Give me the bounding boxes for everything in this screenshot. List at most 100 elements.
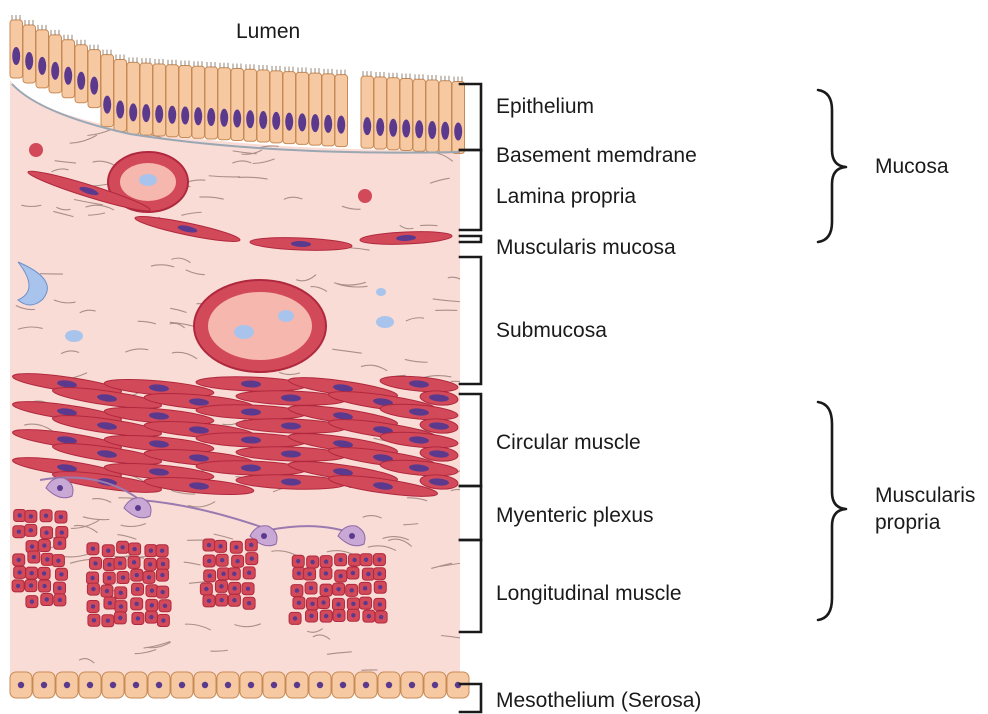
fiber: [399, 224, 414, 230]
muscle-nucleus: [206, 598, 212, 604]
muscle-nucleus: [59, 572, 64, 577]
epithelial-nucleus: [129, 103, 138, 122]
epithelial-nucleus: [415, 120, 424, 139]
mesothelium-label: Mesothelium (Serosa): [496, 689, 701, 712]
epithelial-cell: [373, 76, 387, 150]
muscle-nucleus: [292, 616, 298, 621]
epithelial-cell: [243, 68, 257, 142]
muscle-nucleus: [241, 380, 261, 388]
bracket-longitudinal-muscle: [458, 538, 483, 634]
muscle-nucleus: [336, 613, 342, 618]
fiber: [232, 160, 252, 164]
muscularis-propria-brace: [816, 400, 848, 622]
muscle-nucleus: [135, 586, 140, 592]
muscle-nucleus: [42, 543, 47, 548]
epithelial-nucleus: [428, 121, 437, 139]
muscle-nucleus: [377, 602, 382, 607]
muscle-nucleus: [135, 616, 141, 621]
fiber: [137, 320, 156, 325]
fiber: [51, 168, 69, 173]
muscle-nucleus: [117, 561, 123, 566]
mesothelial-nucleus: [293, 681, 301, 689]
epithelial-nucleus: [103, 95, 112, 114]
circular-muscle-label: Circular muscle: [496, 431, 641, 454]
mesothelial-nucleus: [247, 681, 255, 689]
fiber: [232, 150, 257, 155]
smooth-muscle-cell: [27, 170, 151, 212]
epithelial-cell: [100, 54, 114, 128]
fiber: [181, 211, 202, 216]
muscle-nucleus: [366, 571, 371, 577]
mesothelial-nucleus: [86, 681, 94, 689]
epithelial-nucleus: [363, 117, 372, 136]
fiber: [199, 196, 224, 200]
muscle-nucleus: [57, 436, 77, 444]
fiber: [310, 286, 328, 293]
fiber: [79, 309, 96, 314]
muscle-nucleus: [57, 464, 77, 472]
muscle-nucleus: [245, 586, 251, 591]
neuron-nucleus: [349, 533, 355, 539]
muscle-nucleus: [107, 600, 113, 606]
smooth-muscle-cell: [249, 237, 353, 251]
muscle-nucleus: [134, 572, 139, 578]
muscularis-propria-group-label-line2: propria: [875, 511, 941, 534]
muscle-nucleus: [90, 575, 95, 581]
muscle-nucleus: [57, 541, 62, 546]
epithelial-nucleus: [298, 113, 307, 132]
muscle-nucleus: [120, 545, 125, 550]
fiber: [183, 561, 201, 566]
muscle-nucleus: [377, 557, 382, 562]
mesothelial-nucleus: [385, 681, 393, 689]
epithelial-cell: [308, 72, 322, 146]
muscle-nucleus: [323, 613, 329, 619]
epithelial-nucleus: [441, 121, 450, 140]
epithelial-nucleus: [155, 104, 164, 123]
epithelial-nucleus: [142, 104, 151, 123]
epithelial-cell: [399, 77, 413, 151]
epithelial-nucleus: [194, 107, 203, 126]
epithelial-nucleus: [259, 111, 268, 130]
circular-muscle-cell: [143, 477, 255, 495]
muscle-nucleus: [206, 542, 212, 548]
muscle-nucleus: [221, 571, 226, 577]
longitudinal-muscle-layer: [11, 508, 388, 628]
mesothelial-nucleus: [316, 681, 324, 689]
muscle-nucleus: [189, 482, 209, 490]
fiber: [341, 205, 361, 210]
muscle-nucleus: [307, 571, 312, 577]
muscle-nucleus: [31, 554, 37, 560]
muscle-nucleus: [16, 529, 22, 534]
circular-muscle-cell: [379, 403, 459, 421]
red-blood-cell: [139, 174, 157, 186]
epithelial-cell: [386, 77, 400, 151]
circular-muscle-cell: [379, 375, 459, 393]
fiber: [296, 274, 317, 282]
fiber: [450, 380, 460, 384]
muscle-nucleus: [351, 601, 356, 607]
muscle-nucleus: [189, 398, 209, 406]
neuron-nucleus: [57, 485, 63, 491]
muscle-nucleus: [131, 560, 137, 565]
epithelial-nucleus: [376, 117, 385, 136]
lymphatic-vessel: [17, 261, 48, 306]
muscle-nucleus: [105, 618, 111, 623]
muscle-nucleus: [409, 380, 429, 388]
muscle-nucleus: [57, 380, 77, 388]
muscle-nucleus: [373, 426, 393, 434]
mesothelium-layer: [9, 671, 470, 699]
muscle-nucleus: [57, 585, 62, 591]
muscle-nucleus: [333, 384, 353, 392]
muscle-nucleus: [362, 586, 368, 591]
muscle-nucleus: [429, 422, 449, 430]
muscle-nucleus: [246, 601, 252, 606]
muscle-nucleus: [28, 583, 34, 588]
fiber: [367, 545, 397, 552]
mesothelial-nucleus: [224, 681, 232, 689]
muscularis-propria-group-label-line1: Muscularis: [875, 484, 975, 507]
epithelial-nucleus: [311, 114, 320, 133]
circular-muscle-cell: [103, 407, 215, 425]
muscle-nucleus: [377, 571, 382, 576]
muscle-nucleus: [15, 583, 21, 589]
